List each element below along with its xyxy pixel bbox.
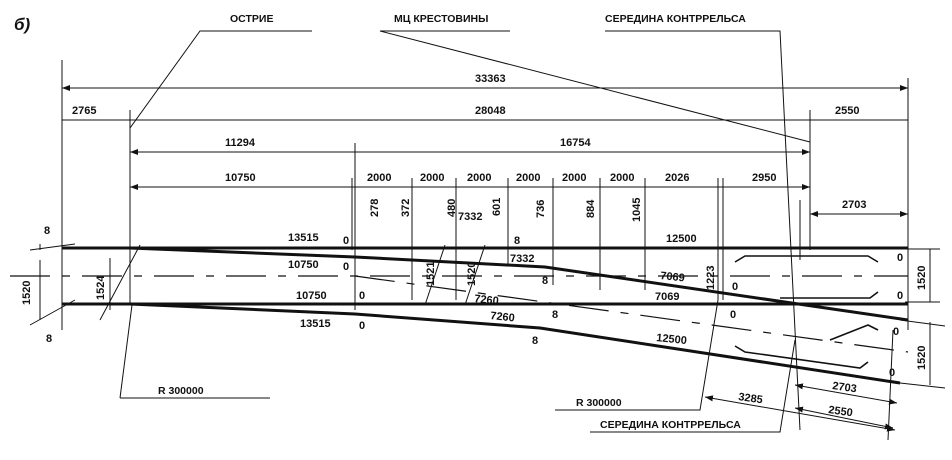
zero-mark: 0 [343, 261, 349, 273]
ordinate-1223: 1223 [705, 266, 717, 290]
ordinate-7332-top: 7332 [458, 211, 482, 223]
dim-main: 28048 [475, 105, 506, 117]
leader-radius-left-label: R 300000 [158, 385, 204, 397]
gap: 8 [552, 309, 558, 321]
gap: 8 [542, 275, 548, 287]
ordinate: 1045 [631, 198, 643, 222]
gauge-1521: 1521 [425, 262, 437, 286]
zero-mark: 0 [897, 290, 903, 302]
gauge-left: 1520 [21, 281, 33, 305]
leader-guardrail-mid-label-top: СЕРЕДИНА КОНТРРЕЛЬСА [605, 13, 746, 25]
ordinate: 884 [585, 199, 597, 218]
dim-to-frog: 11294 [225, 137, 256, 149]
zero-mark: 0 [730, 309, 736, 321]
dim-seg-2026: 2026 [665, 172, 689, 184]
leader-lines [119, 30, 811, 433]
gap-left-bottom: 8 [46, 333, 52, 345]
dim-seg-2000: 2000 [467, 172, 491, 184]
dim-bottom-2703: 2703 [832, 380, 858, 395]
rail-length: 13515 [288, 232, 319, 244]
gap: 8 [532, 335, 538, 347]
gauge-point: 1524 [95, 275, 107, 300]
leader-point-label: ОСТРИЕ [230, 13, 273, 25]
leader-guardrail-mid-label-bottom: СЕРЕДИНА КОНТРРЕЛЬСА [600, 419, 741, 431]
rail-length: 7069 [660, 270, 686, 284]
figure-label: б) [14, 15, 31, 34]
dim-front: 2765 [72, 105, 96, 117]
zero-mark: 0 [359, 290, 365, 302]
rail-length: 13515 [300, 318, 331, 330]
dim-bottom-3285: 3285 [738, 391, 764, 406]
dim-seg-2000: 2000 [562, 172, 586, 184]
dim-bottom-2550: 2550 [828, 404, 854, 419]
dim-rear: 2550 [835, 105, 859, 117]
dim-from-frog: 16754 [560, 137, 591, 149]
dimension-lines [29, 85, 946, 441]
rails [10, 246, 909, 385]
extension-lines [61, 60, 909, 330]
zero-mark: 0 [732, 281, 738, 293]
dim-total: 33363 [475, 73, 506, 85]
dim-seg-2000: 2000 [367, 172, 391, 184]
leader-radius-right-label: R 300000 [576, 397, 622, 409]
zero-mark: 0 [359, 320, 365, 332]
dim-seg-2000: 2000 [610, 172, 634, 184]
dim-seg-2950: 2950 [752, 172, 776, 184]
gap: 8 [514, 235, 520, 247]
dim-seg-2000: 2000 [420, 172, 444, 184]
zero-mark: 0 [889, 367, 895, 379]
zero-mark: 0 [893, 326, 899, 338]
gauge-right-bottom: 1520 [916, 346, 928, 370]
dim-seg-2000: 2000 [516, 172, 540, 184]
rail-length: 12500 [656, 332, 688, 347]
dim-seg-10750: 10750 [225, 172, 256, 184]
rail-length: 7260 [490, 310, 516, 324]
rail-length: 10750 [288, 259, 319, 271]
rail-length: 12500 [666, 233, 697, 245]
leader-frog-center-label: МЦ КРЕСТОВИНЫ [394, 13, 488, 25]
gauge-1520-mid: 1520 [466, 262, 478, 286]
gauge-right-top: 1520 [916, 266, 928, 290]
zero-mark: 0 [897, 252, 903, 264]
rail-length: 10750 [296, 290, 327, 302]
ordinate: 372 [400, 199, 412, 217]
ordinate: 736 [535, 200, 547, 218]
rail-length: 7260 [474, 293, 500, 307]
ordinate: 480 [446, 199, 458, 217]
rail-length: 7332 [510, 253, 534, 265]
dim-rear-2703-top: 2703 [842, 199, 866, 211]
ordinate: 601 [491, 198, 503, 216]
zero-mark: 0 [343, 235, 349, 247]
gap-left-top: 8 [44, 225, 50, 237]
rail-length: 7069 [655, 291, 679, 303]
ordinate: 278 [369, 199, 381, 217]
